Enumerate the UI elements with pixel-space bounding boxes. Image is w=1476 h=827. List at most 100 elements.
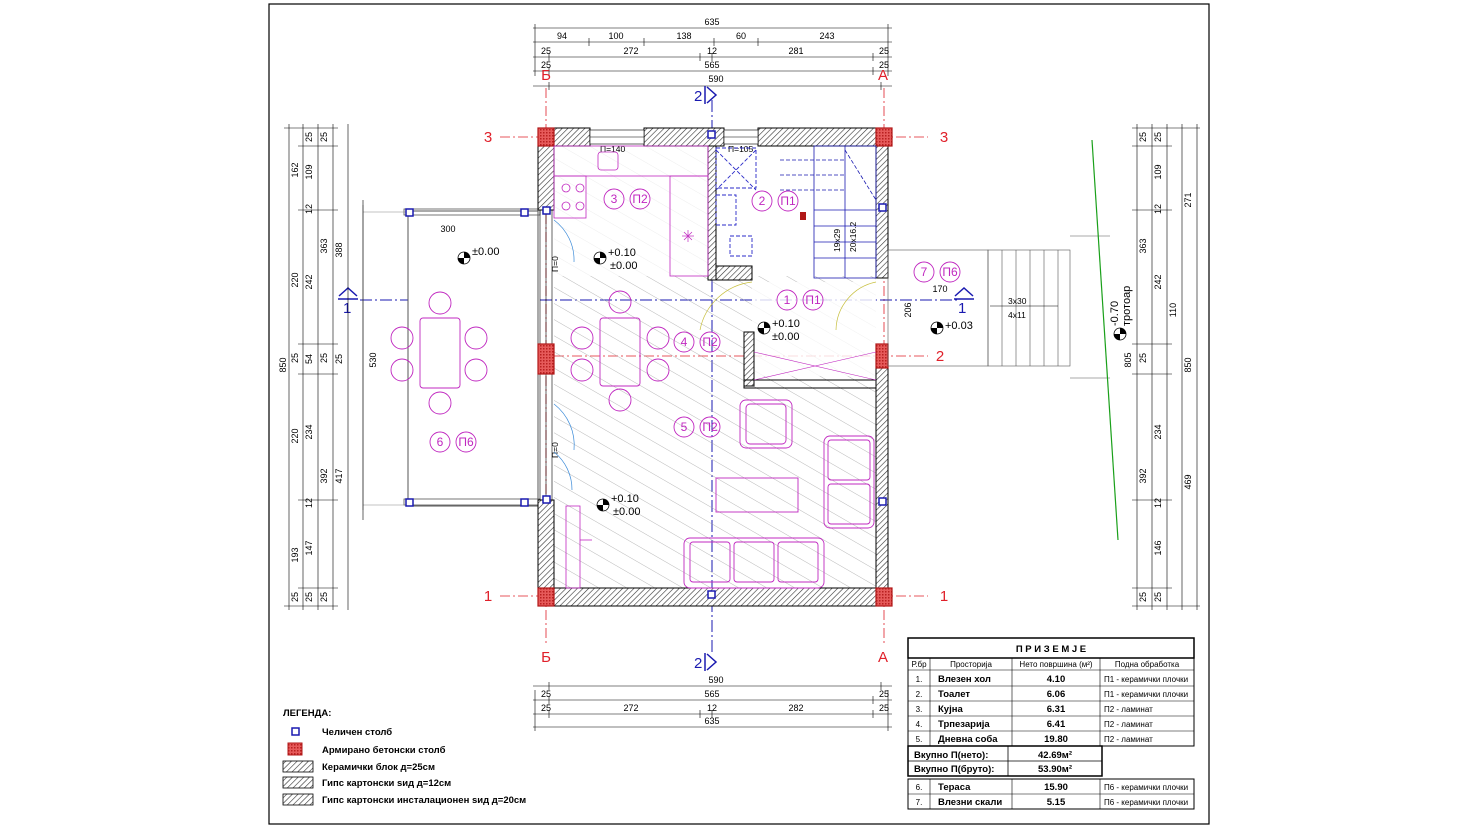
dim-right-col2: 110 (1168, 303, 1178, 317)
windows (539, 129, 759, 501)
svg-text:Влезни скали: Влезни скали (938, 797, 1002, 808)
legend-item: Гипс картонски инсталационен ѕид д=20см (322, 795, 526, 806)
table-row: 4. Трпезарија 6.41 П2 - ламинат (916, 719, 1153, 730)
room-tag-3: 3 П2 (603, 188, 651, 210)
svg-text:±0.00: ±0.00 (610, 260, 637, 272)
dim-top-seg: 100 (608, 31, 623, 41)
svg-text:5.: 5. (916, 735, 923, 744)
dim-right-col1: 25 (1138, 592, 1148, 602)
svg-text:П2 - ламинат: П2 - ламинат (1104, 735, 1153, 744)
svg-text:П6: П6 (942, 265, 958, 279)
dim-top-row2: 272 (623, 46, 638, 56)
dim-left-col4: 220 (290, 272, 300, 287)
steel-column (405, 208, 414, 217)
dim-bottom-total: 635 (704, 716, 719, 726)
axis-label-3-right: 3 (940, 129, 948, 146)
dim-left-col3: 54 (304, 354, 314, 364)
dim-left-col3: 363 (319, 238, 329, 253)
dim-bottom-row2: 25 (541, 689, 551, 699)
room-tag-2: 2 П1 (751, 190, 799, 212)
table-row: 2. Тоалет 6.06 П1 - керамички плочки (916, 689, 1188, 700)
dim-right-col1: 146 (1153, 540, 1163, 555)
svg-text:Тераса: Тераса (938, 782, 971, 793)
steel-column (405, 498, 414, 507)
entry-stair-dim-b: 4x11 (1008, 310, 1026, 320)
dim-top-row2: 25 (879, 46, 889, 56)
dim-left-col4: 220 (290, 428, 300, 443)
legend-item: Гипс картонски ѕид д=12см (322, 778, 451, 789)
dim-right-col1: 25 (1138, 132, 1148, 142)
table-title: П Р И З Е М Ј Е (1016, 644, 1086, 655)
svg-text:2.: 2. (916, 690, 923, 699)
svg-text:П1 - керамички плочки: П1 - керамички плочки (1104, 675, 1188, 684)
legend-item: Челичен столб (322, 727, 392, 738)
section-2-bottom-marker: 2 (694, 653, 718, 672)
dim-left-col3: 392 (319, 468, 329, 483)
svg-text:5.15: 5.15 (1047, 797, 1066, 808)
wardrobe (565, 505, 592, 589)
sidewalk-line (1091, 139, 1119, 541)
table-header-floor: Подна обработка (1115, 660, 1180, 669)
concrete-column (875, 127, 893, 147)
kitchen-counter (553, 145, 709, 277)
stair-dim-b: 20x16.2 (848, 221, 858, 252)
dim-bottom-row3: 25 (879, 703, 889, 713)
svg-text:+0.10: +0.10 (772, 318, 800, 330)
dim-right-col1: 25 (1138, 353, 1148, 363)
kitchen-area (554, 146, 708, 276)
left-dimensions (284, 124, 364, 610)
svg-text:2: 2 (759, 194, 766, 208)
svg-text:±0.00: ±0.00 (613, 506, 640, 518)
dim-bottom-row3: 272 (623, 703, 638, 713)
dim-top-seg: 138 (676, 31, 691, 41)
level-marker-terrace: ±0.00 (457, 246, 499, 265)
entry-stair-dim-a: 3x30 (1008, 296, 1027, 306)
table-header-room: Просторија (950, 660, 992, 669)
dim-right-col2: 25 (1153, 132, 1163, 142)
dim-left-col2: 388 (334, 242, 344, 257)
svg-text:П6 - керамички плочки: П6 - керамички плочки (1104, 798, 1188, 807)
dim-top-row2: 12 (707, 46, 717, 56)
entry-hall-area (752, 282, 876, 376)
concrete-column (537, 587, 555, 607)
terrace (362, 205, 541, 510)
legend-item: Керамички блок д=25см (322, 762, 435, 773)
dim-left-col4: 12 (304, 498, 314, 508)
dim-left-col4: 162 (290, 162, 300, 177)
concrete-column (875, 343, 889, 369)
kitchen-symbol (682, 230, 694, 242)
dim-bottom-row2: 565 (704, 689, 719, 699)
svg-text:19.80: 19.80 (1044, 734, 1068, 745)
svg-text:П6 - керамички плочки: П6 - керамички плочки (1104, 783, 1188, 792)
svg-text:4.10: 4.10 (1047, 674, 1066, 685)
svg-text:1.: 1. (916, 675, 923, 684)
top-dimensions (533, 24, 892, 90)
dim-bottom-row3: 25 (541, 703, 551, 713)
svg-text:3: 3 (611, 192, 618, 206)
svg-text:7.: 7. (916, 798, 923, 807)
wall-steel-columns (542, 130, 887, 599)
dim-bottom-row3: 282 (788, 703, 803, 713)
room-tag-5: 5 П2 (673, 416, 721, 438)
entry-steps (887, 235, 1110, 379)
axis-label-1-right: 1 (940, 588, 948, 605)
dim-top-seg: 60 (736, 31, 746, 41)
total-gross-label: Вкупно П(бруто): (914, 764, 994, 775)
dim-right-col3: 271 (1183, 192, 1193, 207)
dim-left-col5: 25 (319, 353, 329, 363)
dim-bottom-row1: 590 (708, 675, 723, 685)
svg-text:Трпезарија: Трпезарија (938, 719, 990, 730)
total-net-value: 42.69м² (1038, 750, 1072, 761)
svg-text:П2 - ламинат: П2 - ламинат (1104, 720, 1153, 729)
legend-swatch-ceramic (282, 760, 314, 773)
room-tag-6: 6 П6 (429, 431, 477, 453)
level-marker-hall: +0.10 ±0.00 (757, 318, 800, 343)
total-net-label: Вкупно П(нето): (914, 750, 988, 761)
axis-label-3-left: 3 (484, 129, 492, 146)
axis-label-b-top: Б (541, 67, 551, 84)
dim-left-col5: 242 (304, 274, 314, 289)
svg-text:7: 7 (921, 265, 928, 279)
dim-top-row4: 590 (708, 74, 723, 84)
legend-swatch-concrete (287, 742, 303, 756)
